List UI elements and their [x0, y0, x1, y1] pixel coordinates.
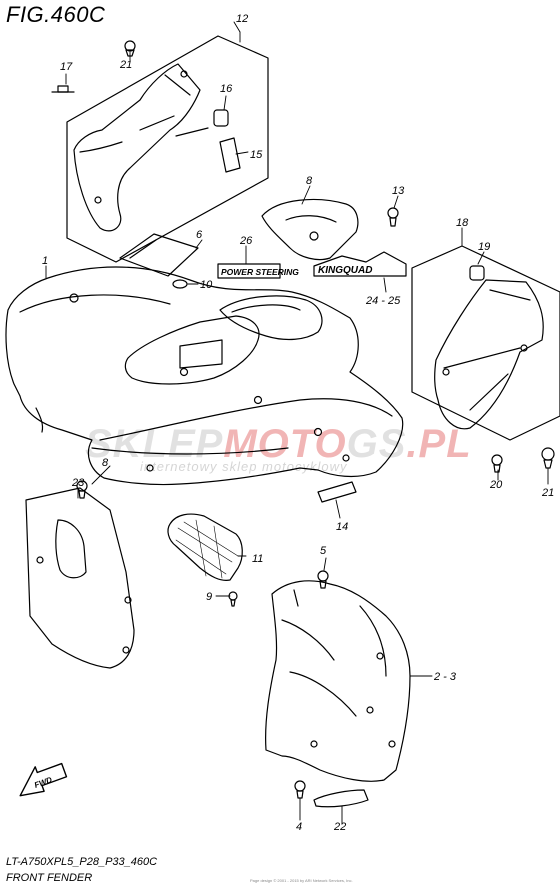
callout-8: 8	[102, 457, 109, 469]
callout-21-top: 21	[119, 59, 132, 71]
callout-14: 12	[236, 13, 248, 25]
watermark-subtitle: internetowy sklep motocyklowy	[140, 459, 348, 474]
callout-24-25: 24 - 25	[365, 295, 401, 307]
part-5-clip	[317, 570, 329, 589]
decal-26-frame	[217, 263, 281, 279]
part-1-front-fender	[5, 266, 404, 486]
part-11-grille	[167, 513, 243, 581]
part-18-right-inner-panel	[434, 279, 544, 430]
part-12-bolt	[387, 207, 399, 227]
figure-caption: FRONT FENDER	[6, 872, 93, 884]
callout-labels: 12 17 21 16 15 8 13 18 6 26 19 1 10 24 -…	[42, 13, 554, 833]
fwd-arrow-icon	[19, 762, 68, 797]
callout-26: 26	[239, 235, 253, 247]
callout-18: 18	[456, 217, 469, 229]
part-10-grommet	[172, 279, 188, 289]
callout-7: 8	[306, 175, 313, 187]
copyright-note: Page design © 2001 - 2015 by ARI Network…	[250, 878, 353, 883]
decal-power-steering: POWER STEERING	[221, 267, 299, 277]
part-13-pad	[317, 481, 357, 503]
callout-22: 22	[333, 821, 346, 833]
decal-24-25-frame	[313, 251, 407, 277]
leader-lines	[45, 21, 549, 825]
inset-frame-18	[411, 245, 560, 441]
callout-1: 1	[42, 255, 48, 267]
part-21-right-screw	[541, 447, 555, 469]
part-17-clip	[51, 85, 75, 93]
callout-23: 23	[71, 477, 85, 489]
part-21-top-screw	[124, 40, 136, 57]
model-code: LT-A750XPL5_P28_P33_460C	[6, 856, 158, 868]
figure-title: FIG.460C	[6, 2, 106, 27]
part-14-left-inner-panel	[73, 63, 209, 232]
callout-4: 4	[296, 821, 302, 833]
callout-21-right: 21	[541, 487, 554, 499]
callout-6: 6	[196, 229, 203, 241]
part-20-bolt	[491, 454, 503, 473]
callout-5: 5	[320, 545, 327, 557]
part-16-cushion	[213, 109, 229, 127]
callout-16: 16	[220, 83, 233, 95]
part-22-seal	[313, 789, 369, 808]
watermark-brand: SKLEPMOTOGS.PL	[85, 422, 472, 466]
part-7-cover	[261, 198, 359, 261]
callout-15: 15	[250, 149, 263, 161]
callout-19: 19	[478, 241, 490, 253]
part-2-3-inner-fender	[265, 580, 411, 782]
part-9-screw	[228, 591, 238, 607]
part-6-cover	[119, 233, 199, 277]
inset-frame-14	[66, 35, 269, 263]
part-4-bolt	[294, 780, 306, 799]
part-19-cushion	[469, 265, 485, 281]
part-15-pad	[219, 137, 241, 173]
decal-kingquad: KINGQUAD	[318, 265, 372, 276]
callout-17: 17	[60, 61, 73, 73]
callout-13: 14	[336, 521, 348, 533]
part-8-bolt	[76, 480, 88, 499]
callout-11: 11	[252, 553, 263, 565]
callout-9: 9	[206, 591, 212, 603]
callout-10: 10	[200, 279, 213, 291]
callout-20: 20	[489, 479, 503, 491]
callout-2-3: 2 - 3	[433, 671, 457, 683]
part-23-mud-guard	[25, 487, 135, 669]
callout-12: 13	[392, 185, 405, 197]
